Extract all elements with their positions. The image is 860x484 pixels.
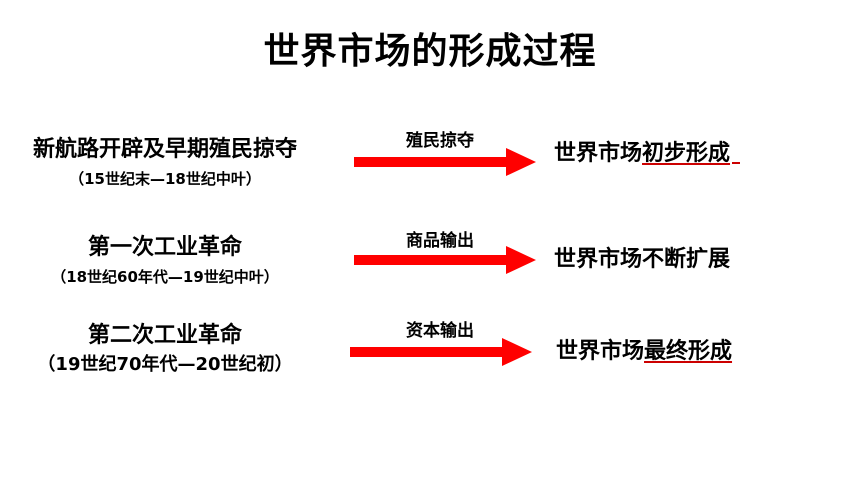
stage-row-3: 第二次工业革命 （19世纪70年代—20世纪初） 资本输出 世界市场最终形成 <box>0 310 860 390</box>
stage-period: （18世纪60年代—19世纪中叶） <box>51 268 279 286</box>
arrow-label: 商品输出 <box>406 231 474 251</box>
result-text: 世界市场不断扩展 <box>554 246 730 274</box>
stage-block-3: 第二次工业革命 （19世纪70年代—20世纪初） <box>0 322 330 376</box>
result-underlined: 初步形成 <box>642 141 731 166</box>
stage-row-2: 第一次工业革命 （18世纪60年代—19世纪中叶） 商品输出 世界市场不断扩展 <box>0 222 860 302</box>
stage-block-2: 第一次工业革命 （18世纪60年代—19世纪中叶） <box>0 234 330 288</box>
result-prefix: 世界市场不断扩展 <box>554 247 731 272</box>
arrow-label: 资本输出 <box>406 321 474 341</box>
right-arrow-icon <box>350 338 532 366</box>
stage-row-1: 新航路开辟及早期殖民掠夺 （15世纪末—18世纪中叶） 殖民掠夺 世界市场初步形… <box>0 124 860 204</box>
stage-name: 第二次工业革命 <box>87 323 242 348</box>
result-prefix: 世界市场 <box>554 141 643 166</box>
underline-mark <box>732 162 741 164</box>
result-prefix: 世界市场 <box>556 339 645 364</box>
stage-name: 新航路开辟及早期殖民掠夺 <box>32 137 297 162</box>
right-arrow-icon <box>354 148 536 176</box>
stage-block-1: 新航路开辟及早期殖民掠夺 （15世纪末—18世纪中叶） <box>0 136 330 190</box>
stage-period: （15世纪末—18世纪中叶） <box>69 170 261 188</box>
result-underlined: 最终形成 <box>644 339 733 364</box>
arrow-label: 殖民掠夺 <box>406 131 474 151</box>
stage-period: （19世纪70年代—20世纪初） <box>37 354 293 375</box>
stage-name: 第一次工业革命 <box>87 235 242 260</box>
page-title: 世界市场的形成过程 <box>263 31 597 72</box>
result-text: 世界市场最终形成 <box>556 338 732 366</box>
result-text: 世界市场初步形成 <box>554 140 741 168</box>
right-arrow-icon <box>354 246 536 274</box>
